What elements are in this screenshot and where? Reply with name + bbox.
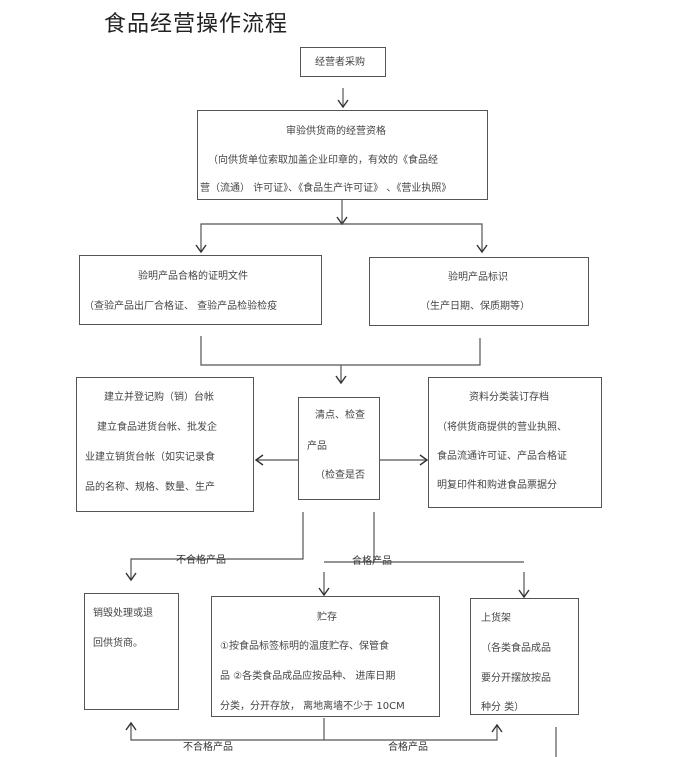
node-destroy-line2: 回供货商。: [93, 638, 143, 649]
node-storage-line1: ①按食品标签标明的温度贮存、保管食: [220, 641, 389, 652]
node-destroy-line1: 销毁处理或退: [93, 608, 153, 619]
edge-label-qualified-bottom: 合格产品: [388, 742, 428, 753]
arrowhead: [195, 244, 207, 254]
node-verify-label: 验明产品标识 （生产日期、保质期等）: [369, 257, 589, 326]
node-storage: 贮存 ①按食品标签标明的温度贮存、保管食 品 ②各类食品成品应按品种、 进库日期…: [211, 596, 440, 717]
node-shelf-line3: 要分开摆放按品: [481, 673, 551, 684]
connector-unqualified: [130, 512, 304, 580]
node-inspect-line3: （检查是否: [315, 470, 365, 481]
page-title: 食品经营操作流程: [104, 12, 289, 37]
arrowhead: [318, 587, 330, 597]
node-purchase: 经营者采购: [300, 47, 386, 77]
arrowhead: [254, 454, 264, 466]
connector-bottom-return: [130, 723, 498, 741]
node-verify-label-heading: 验明产品标识: [448, 272, 508, 283]
node-verify-label-line1: （生产日期、保质期等）: [420, 301, 530, 312]
node-shelf-line1: 上货架: [481, 613, 511, 624]
node-inspect: 清点、检查 产品 （检查是否: [298, 397, 380, 500]
node-inspect-line1: 清点、检查: [315, 410, 365, 421]
node-shelf-line2: （各类食品成品: [481, 643, 551, 654]
node-ledger-line2: 建立食品进货台帐、批发企: [97, 422, 217, 433]
edge-label-unqualified-top: 不合格产品: [176, 555, 226, 566]
arrowhead: [336, 216, 348, 226]
node-verify-certificate-line1: （查验产品出厂合格证、 查验产品检验检疫: [84, 301, 278, 312]
node-shelf: 上货架 （各类食品成品 要分开摆放按品 种分 类）: [470, 598, 579, 715]
node-verify-certificate-heading: 验明产品合格的证明文件: [138, 271, 248, 282]
arrowhead: [337, 99, 349, 109]
node-ledger-line3: 业建立销货台帐（如实记录食: [85, 452, 215, 463]
arrowhead: [125, 721, 137, 731]
node-ledger-line1: 建立并登记购（销）台帐: [104, 392, 214, 403]
arrowhead: [476, 244, 488, 254]
node-storage-line2: 品 ②各类食品成品应按品种、 进库日期: [220, 671, 396, 682]
edge-label-unqualified-bottom: 不合格产品: [183, 742, 233, 753]
node-archive-line1: （将供货商提供的营业执照、: [437, 422, 567, 433]
node-ledger-line4: 品的名称、规格、数量、生产: [85, 482, 215, 493]
node-ledger: 建立并登记购（销）台帐 建立食品进货台帐、批发企 业建立销货台帐（如实记录食 品…: [76, 377, 254, 512]
connector-merge: [200, 336, 481, 366]
node-destroy-return: 销毁处理或退 回供货商。: [84, 593, 179, 710]
node-verify-supplier-line2: 营（流通） 许可证》、《食品生产许可证》 、《营业执照》: [200, 183, 452, 194]
node-verify-supplier: 审验供货商的经营资格 （向供货单位索取加盖企业印章的，有效的《食品经 营（流通）…: [197, 110, 488, 200]
node-storage-heading: 贮存: [317, 612, 337, 623]
node-archive-line3: 明复印件和购进食品票据分: [437, 480, 557, 491]
node-verify-supplier-line1: （向供货单位索取加盖企业印章的，有效的《食品经: [208, 155, 438, 166]
arrowhead: [335, 375, 347, 385]
arrowhead: [419, 454, 429, 466]
connector-split: [200, 223, 483, 252]
edge-label-qualified-top: 合格产品: [352, 556, 392, 567]
node-shelf-line4: 种分 类）: [481, 702, 525, 713]
arrowhead: [125, 572, 137, 582]
node-verify-certificate: 验明产品合格的证明文件 （查验产品出厂合格证、 查验产品检验检疫: [79, 255, 322, 325]
node-archive-heading: 资料分类装订存档: [469, 392, 549, 403]
node-inspect-line2: 产品: [307, 441, 327, 452]
node-archive-line2: 食品流通许可证、产品合格证: [437, 451, 567, 462]
node-purchase-label: 经营者采购: [315, 57, 365, 68]
arrowhead: [491, 723, 503, 733]
node-storage-line3: 分类，分开存放， 离地离墙不少于 10CM: [220, 701, 405, 712]
node-archive: 资料分类装订存档 （将供货商提供的营业执照、 食品流通许可证、产品合格证 明复印…: [428, 377, 602, 508]
arrowhead: [518, 589, 530, 599]
node-verify-supplier-heading: 审验供货商的经营资格: [286, 126, 386, 137]
